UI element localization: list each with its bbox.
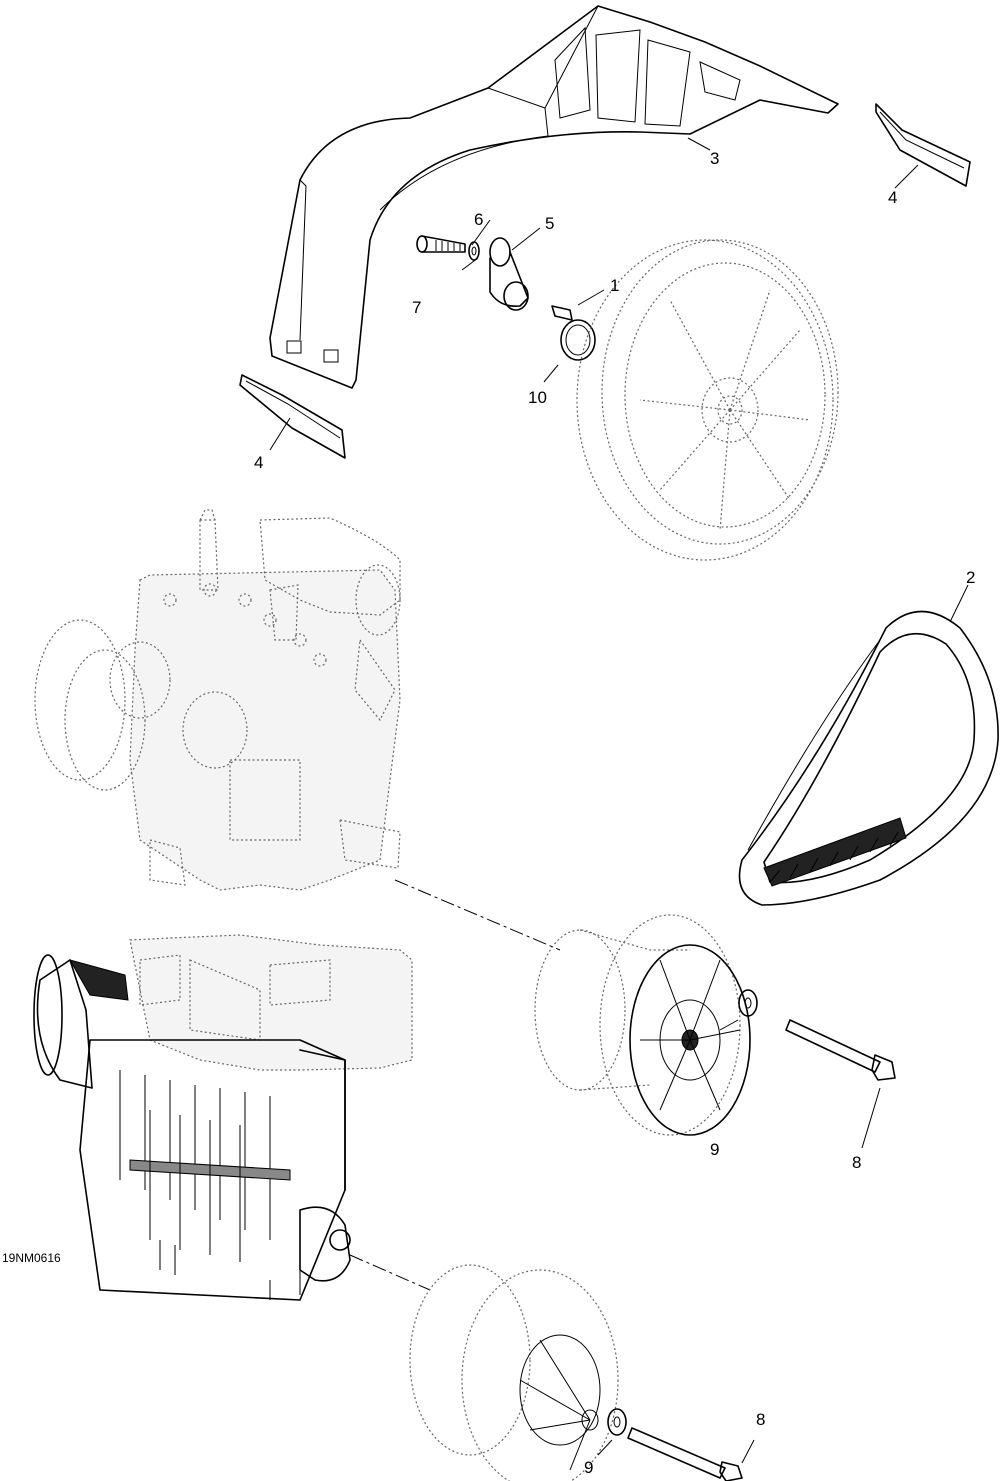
drive-pulley xyxy=(534,914,751,1136)
callout-9-lower: 9 xyxy=(584,1458,593,1477)
screw xyxy=(416,235,466,253)
callout-8-lower: 8 xyxy=(756,1410,765,1429)
snap-ring xyxy=(560,319,596,361)
driven-pulley-lower xyxy=(409,1264,619,1481)
callout-1: 1 xyxy=(610,276,619,295)
leader-lines xyxy=(269,137,969,1464)
callout-5: 5 xyxy=(545,214,554,233)
spacer xyxy=(489,237,529,311)
callout-8-upper: 8 xyxy=(852,1153,861,1172)
callout-10: 10 xyxy=(528,388,547,407)
engine-lower xyxy=(33,934,413,1301)
centerline-drive xyxy=(394,879,561,951)
bolt-8-lower xyxy=(627,1427,743,1481)
washer-9-upper xyxy=(738,989,758,1017)
callout-6: 6 xyxy=(474,210,483,229)
washer-9-lower xyxy=(607,1408,627,1436)
seal-strip-upper xyxy=(875,103,971,187)
callout-4-upper: 4 xyxy=(888,188,897,207)
seal-strip-lower xyxy=(239,374,346,459)
driven-pulley-upper xyxy=(576,239,839,561)
callout-2: 2 xyxy=(966,568,975,587)
belt-guard xyxy=(269,5,839,389)
callout-4-lower: 4 xyxy=(254,453,263,472)
bolt-8-upper xyxy=(785,1019,896,1081)
callout-7: 7 xyxy=(412,298,421,317)
figure-code: 19NM0616 xyxy=(2,1251,61,1265)
centerline-drive-lower xyxy=(349,1254,431,1291)
key xyxy=(551,305,573,321)
callout-3: 3 xyxy=(710,149,719,168)
engine-upper xyxy=(34,509,401,891)
callout-9-upper: 9 xyxy=(710,1140,719,1159)
washer xyxy=(468,241,480,261)
drive-belt xyxy=(738,610,999,906)
